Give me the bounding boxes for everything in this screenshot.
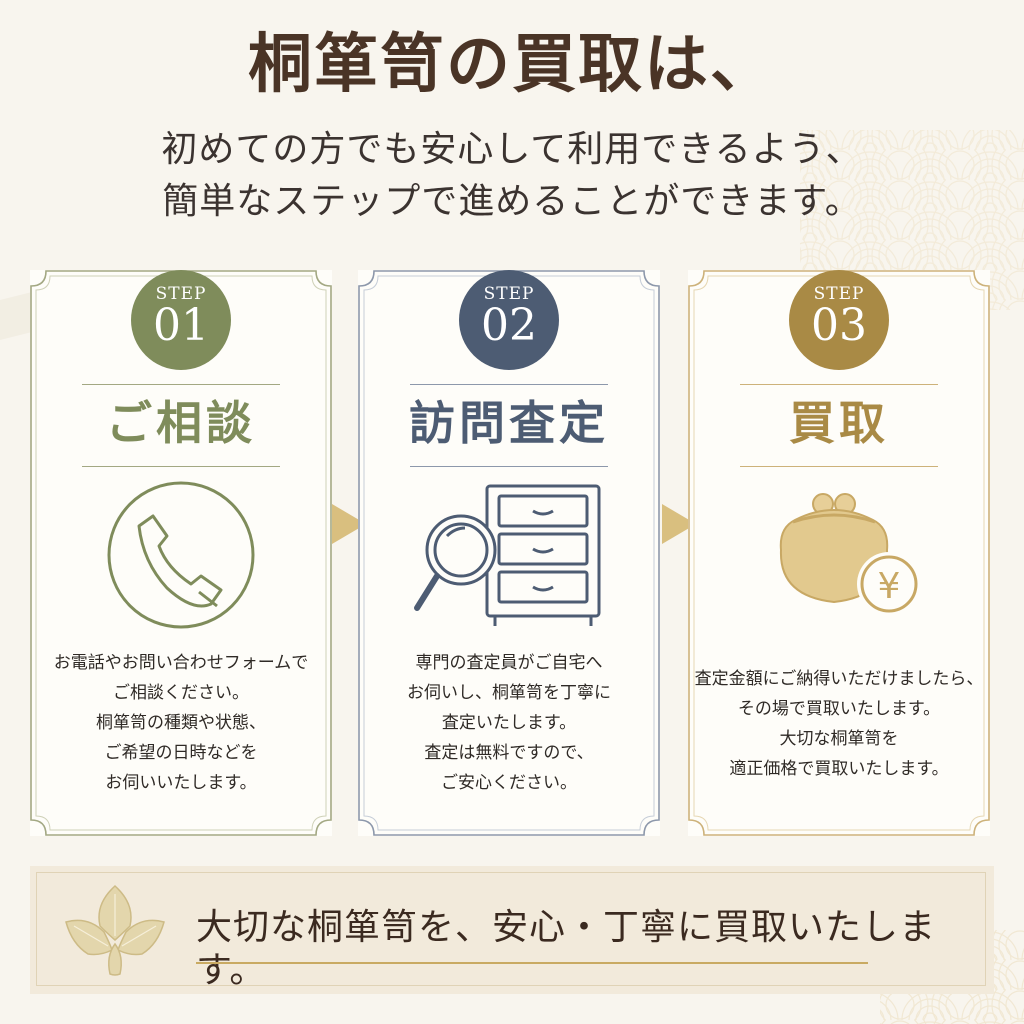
title-rule-bottom <box>82 466 280 467</box>
step-description: 専門の査定員がご自宅へ お伺いし、桐箪笥を丁寧に 査定いたします。 査定は無料で… <box>364 648 654 798</box>
title-rule-bottom <box>410 466 608 467</box>
banner-border <box>36 872 986 986</box>
desc-line: 専門の査定員がご自宅へ <box>415 653 603 673</box>
subtitle-line-1: 初めての方でも安心して利用できるよう、 <box>161 129 863 170</box>
page-title: 桐箪笥の買取は、 <box>248 27 776 102</box>
step-label: STEP <box>155 284 207 304</box>
desc-line: 適正価格で買取いたします。 <box>729 759 949 779</box>
desc-line: 桐箪笥の種類や状態、 <box>96 713 266 733</box>
card-frame <box>30 270 332 836</box>
step-number: 02 <box>481 300 537 351</box>
banner-message: 大切な桐箪笥を、安心・丁寧に買取いたします。 <box>196 907 937 992</box>
step-label: STEP <box>813 284 865 304</box>
step-number: 01 <box>153 300 209 351</box>
desc-line: ご安心ください。 <box>441 773 577 793</box>
step-badge: STEP 03 <box>789 270 889 370</box>
step-label: STEP <box>483 284 535 304</box>
card-frame <box>358 270 660 836</box>
desc-line: 査定いたします。 <box>441 713 577 733</box>
card-frame <box>688 270 990 836</box>
closing-banner: 大切な桐箪笥を、安心・丁寧に買取いたします。 <box>30 866 994 994</box>
step-title: ご相談 <box>106 396 256 450</box>
desc-line: ご相談ください。 <box>113 683 249 703</box>
step-description: 査定金額にご納得いただけましたら、 その場で買取いたします。 大切な桐箪笥を 適… <box>694 664 984 784</box>
paulownia-crest-icon <box>65 884 165 976</box>
subtitle-line-2: 簡単なステップで進めることができます。 <box>162 181 862 222</box>
desc-line: お伺いし、桐箪笥を丁寧に <box>407 683 611 703</box>
step-badge: STEP 02 <box>459 270 559 370</box>
step-card-visit-appraisal: STEP 02 訪問査定 専門の査定員がご自宅へ お伺いし、桐箪笥を丁寧に 査定… <box>358 270 660 836</box>
desc-line: ご希望の日時などを <box>104 743 258 763</box>
step-arrow-icon <box>662 504 696 544</box>
coin-purse-yen-icon: ¥ <box>779 493 921 616</box>
title-rule-top <box>410 384 608 385</box>
step-title: 買取 <box>789 396 889 450</box>
desc-line: 査定は無料ですので、 <box>424 743 594 763</box>
step-card-purchase: STEP 03 買取 ¥ 査定金額にご納得いただけましたら、 その場で買取いたし… <box>688 270 990 836</box>
phone-icon <box>107 481 255 629</box>
step-arrow-icon <box>332 504 366 544</box>
desc-line: お電話やお問い合わせフォームで <box>53 653 309 673</box>
chest-magnifier-icon <box>414 484 601 626</box>
desc-line: 査定金額にご納得いただけましたら、 <box>694 669 984 689</box>
step-description: お電話やお問い合わせフォームで ご相談ください。 桐箪笥の種類や状態、 ご希望の… <box>36 648 326 798</box>
desc-line: お伺いいたします。 <box>105 773 257 793</box>
step-title: 訪問査定 <box>409 396 609 450</box>
step-number: 03 <box>811 300 867 351</box>
step-badge: STEP 01 <box>131 270 231 370</box>
step-card-consultation: STEP 01 ご相談 お電話やお問い合わせフォームで ご相談ください。 桐箪笥… <box>30 270 332 836</box>
desc-line: その場で買取いたします。 <box>737 699 941 719</box>
desc-line: 大切な桐箪笥を <box>779 729 899 749</box>
title-rule-top <box>740 384 938 385</box>
banner-underline <box>196 962 868 964</box>
title-rule-top <box>82 384 280 385</box>
title-rule-bottom <box>740 466 938 467</box>
svg-text:¥: ¥ <box>878 566 901 607</box>
